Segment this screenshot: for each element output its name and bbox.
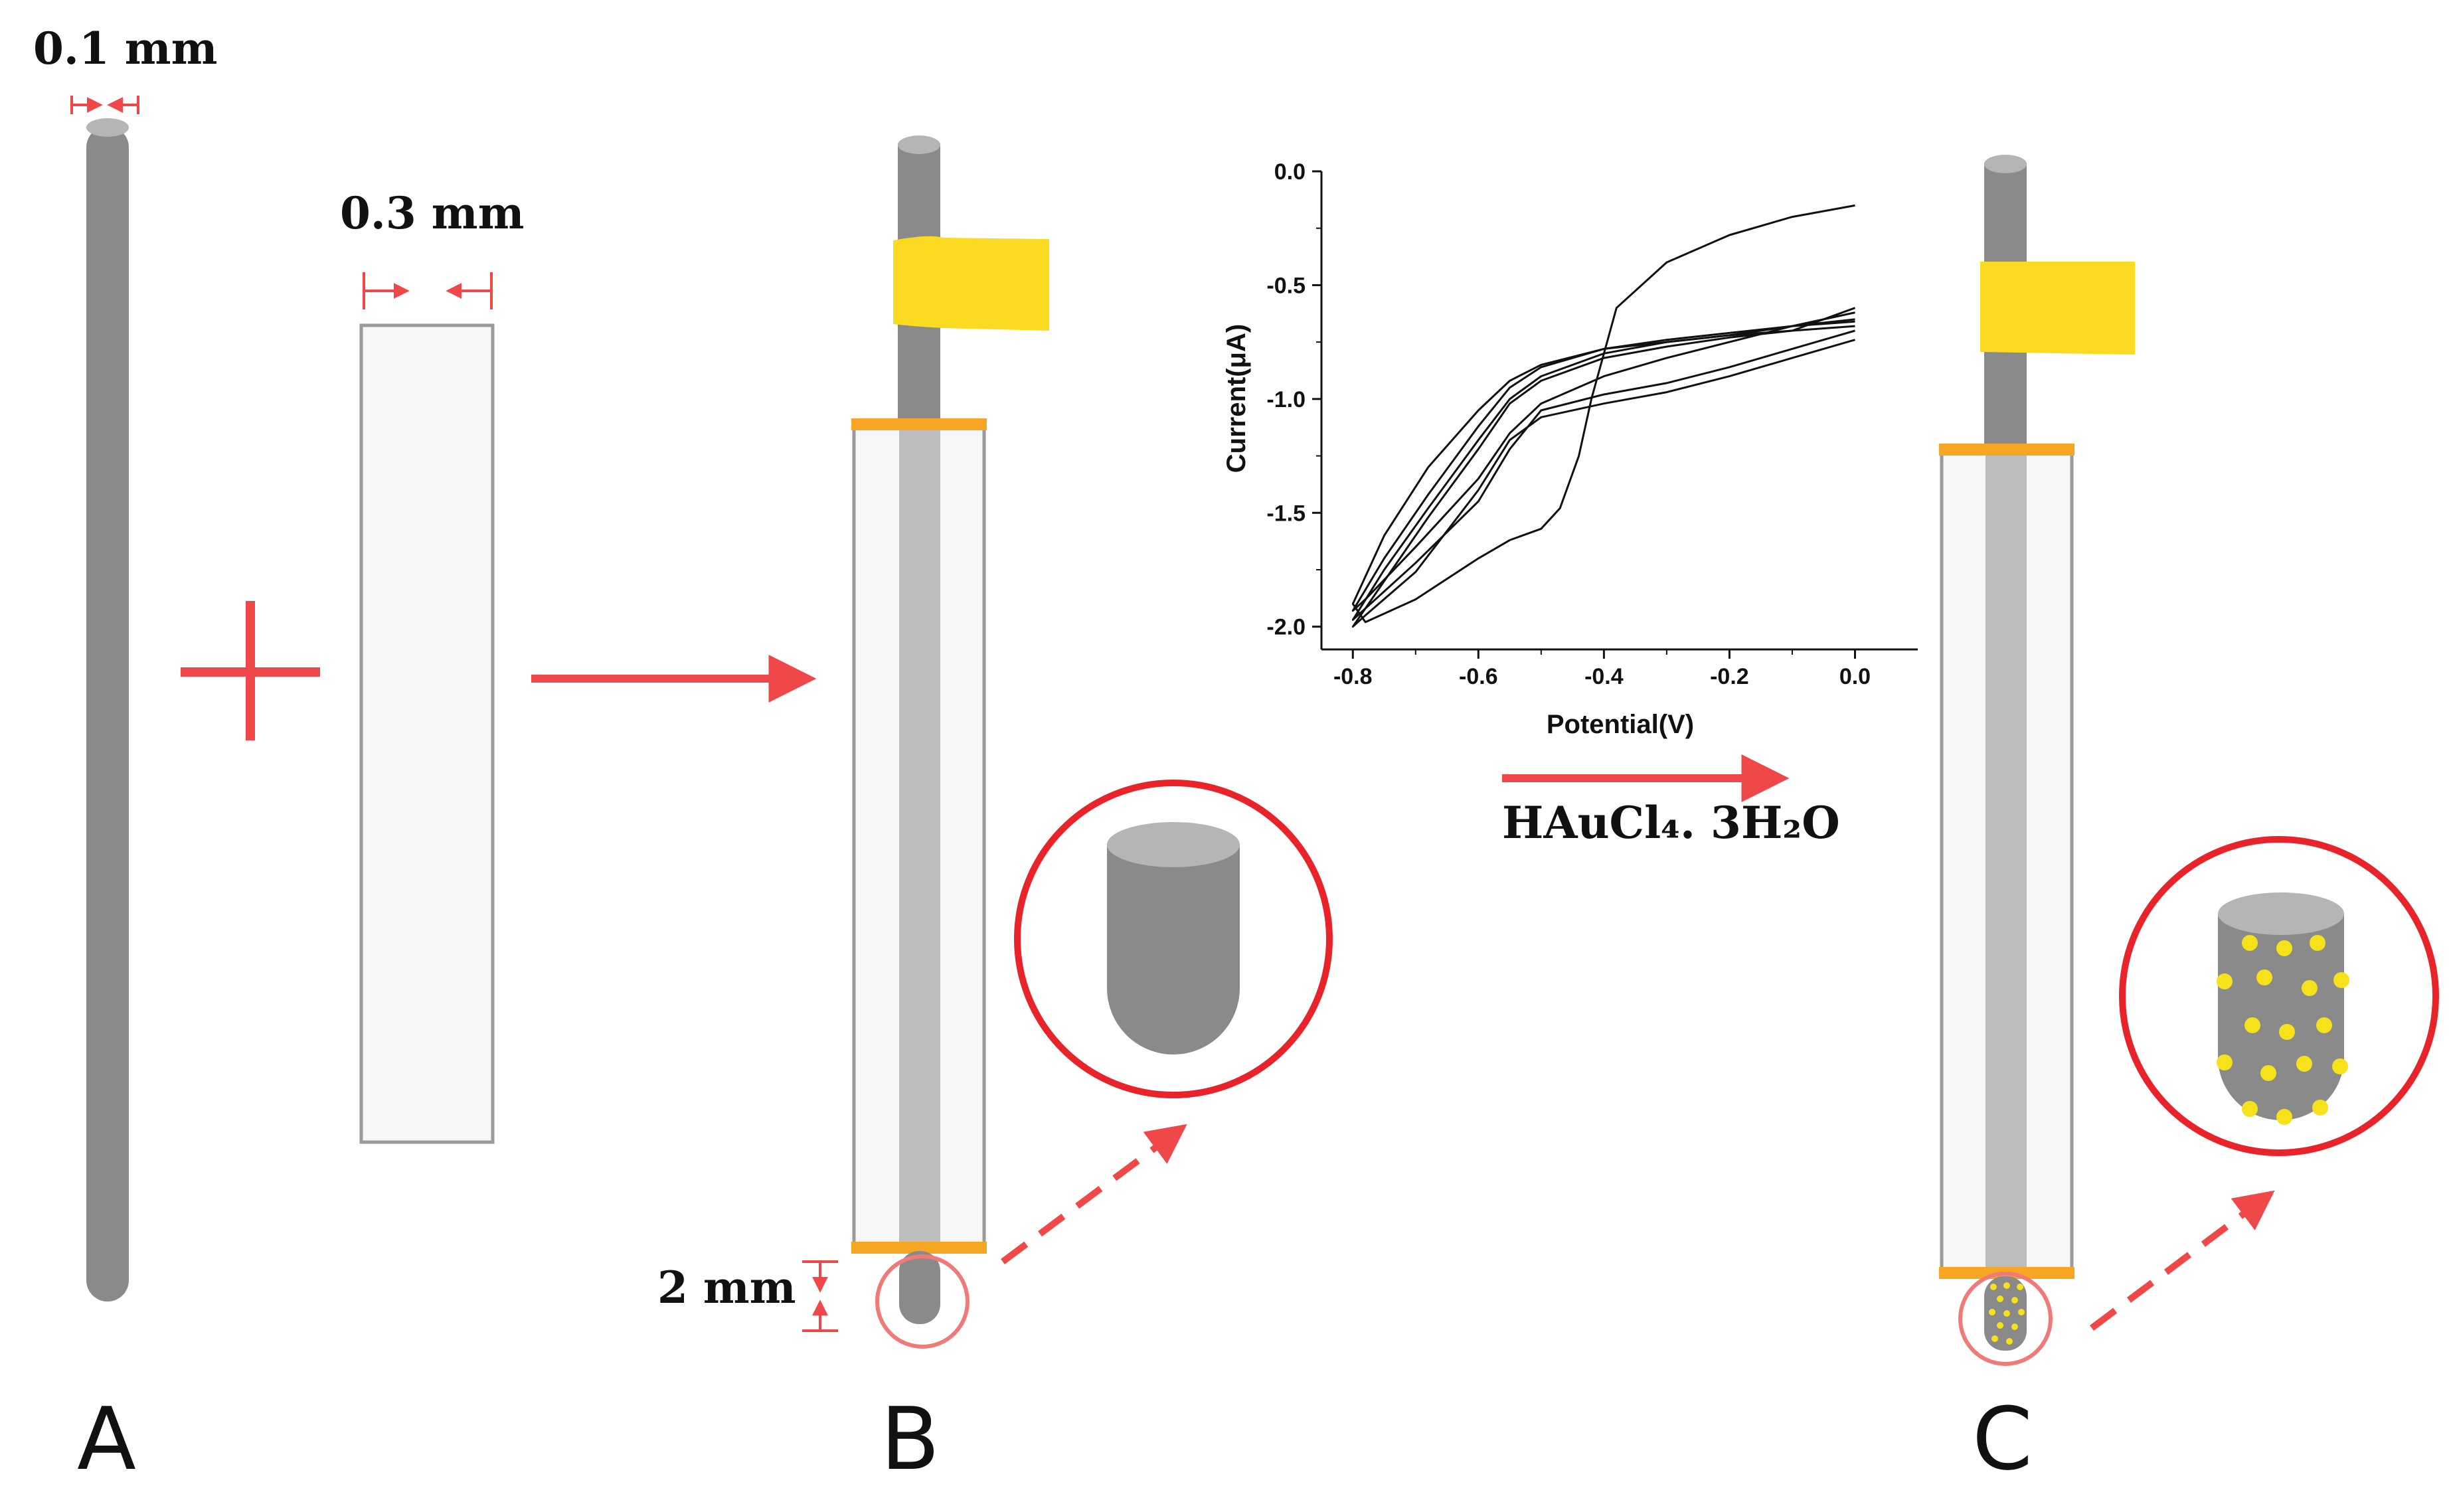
y-axis-title: Current(μA) (1222, 324, 1251, 473)
wire-b-inner (899, 425, 940, 1248)
seal-c-top (1939, 444, 2074, 456)
panel-c-label: C (1972, 1388, 2033, 1489)
x-tick-label: -0.6 (1459, 664, 1498, 689)
plus-sign (181, 601, 320, 740)
panel-b: 2 mm B (657, 135, 1333, 1489)
gold-nanoparticles (2217, 935, 2349, 1125)
x-axis-title: Potential(V) (1547, 710, 1694, 739)
tape-c (1980, 262, 2135, 355)
wire-b-tip (899, 1251, 940, 1324)
glass-capillary (359, 323, 495, 1144)
tip-circle-c (1958, 1272, 2053, 1366)
panel-a: 0.1 mm 0.3 mm A (33, 23, 524, 1489)
gold-coated-tip-magnified (2217, 892, 2349, 1125)
cv-curve-2 (1351, 311, 1855, 612)
panel-c: C (1939, 155, 2439, 1489)
capillary-width-dimension (363, 272, 493, 309)
cv-curve-3 (1351, 320, 1855, 621)
tip-c-gold-dots (1989, 1282, 2025, 1345)
y-tick-label: -2.0 (1266, 615, 1306, 640)
x-tick-label: -0.8 (1333, 664, 1373, 689)
zoom-arrow-c (2089, 1190, 2275, 1331)
y-tick-label: -1.5 (1266, 501, 1306, 526)
tape-b (893, 236, 1049, 331)
tip-length-dimension (802, 1260, 838, 1332)
cv-ticks: -0.8 -0.6 -0.4 -0.2 0.0 0.0 -0.5 -1.0 -1.5 -2.0 (1266, 159, 1871, 689)
panel-a-label: A (77, 1388, 136, 1489)
x-tick-label: -0.4 (1584, 664, 1624, 689)
seal-b-top (851, 418, 987, 430)
wire-diameter-dimension (70, 96, 139, 114)
wire-c-inner (1986, 450, 2027, 1274)
cv-chart: -0.8 -0.6 -0.4 -0.2 0.0 0.0 -0.5 -1.0 -1.5 -2.0 P… (1222, 159, 1918, 739)
cv-curve-4 (1351, 307, 1856, 628)
cv-series-group (1351, 204, 1856, 628)
seal-b-bottom (851, 1242, 987, 1254)
cv-curve-1 (1351, 204, 1855, 624)
x-tick-label: 0.0 (1839, 664, 1871, 689)
zoom-arrow-b (1001, 1124, 1187, 1265)
tip-length-label: 2 mm (657, 1262, 796, 1313)
bare-tip-magnified (1107, 822, 1240, 1054)
wire-diameter-label: 0.1 mm (33, 23, 217, 74)
y-tick-label: -0.5 (1266, 273, 1306, 298)
tungsten-wire (86, 118, 129, 1302)
y-tick-label: -1.0 (1266, 387, 1306, 412)
capillary-width-label: 0.3 mm (340, 187, 524, 239)
cv-axes (1320, 171, 1918, 651)
reagent-label: HAuCl₄. 3H₂O (1502, 797, 1840, 849)
panel-b-label: B (881, 1388, 940, 1489)
tip-circle-b (875, 1254, 970, 1349)
y-tick-label: 0.0 (1274, 159, 1306, 185)
x-tick-label: -0.2 (1710, 664, 1749, 689)
